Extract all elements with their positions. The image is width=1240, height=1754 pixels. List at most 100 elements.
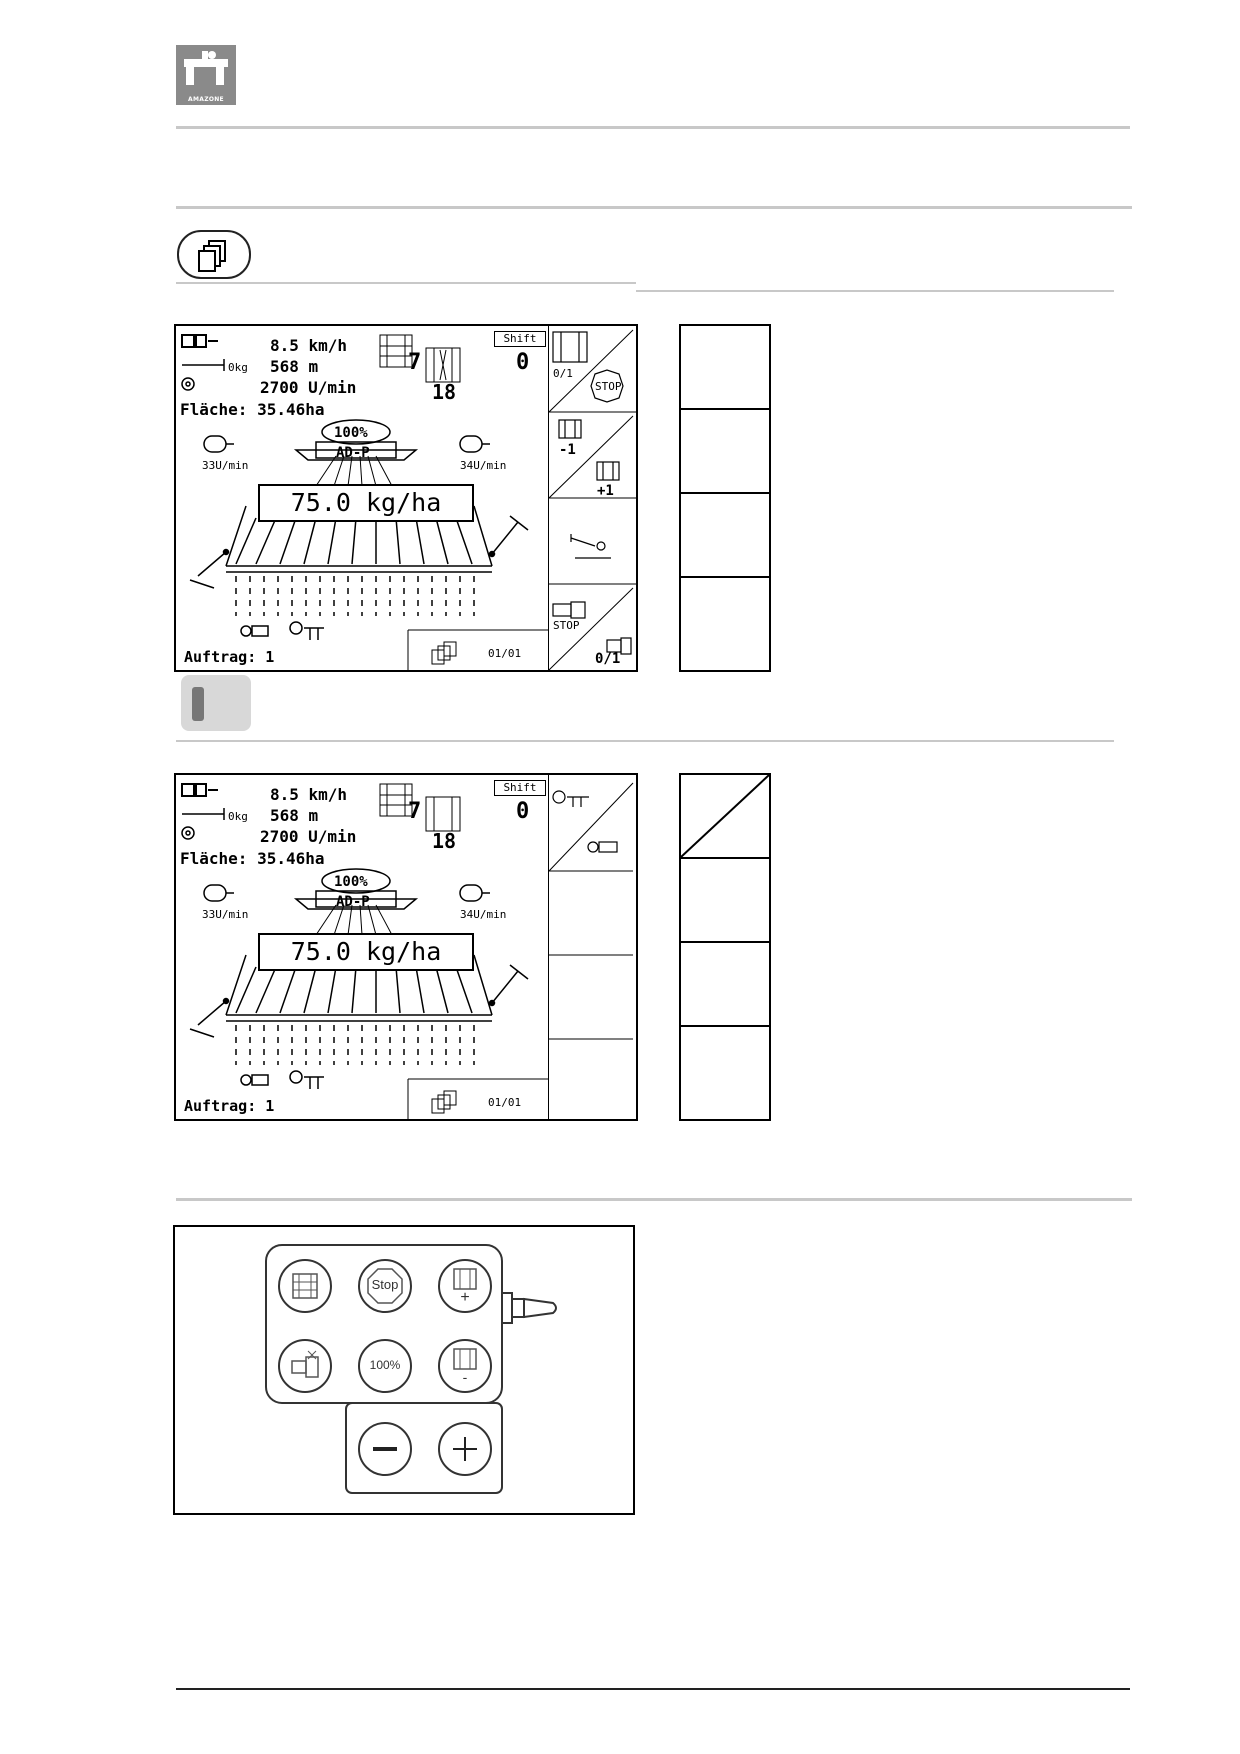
softkey-4-fraction: 0/1 bbox=[595, 651, 621, 667]
remote-tramline-minus-button[interactable]: - bbox=[438, 1339, 492, 1393]
tramline-status-icon bbox=[379, 334, 413, 368]
softkey-button-4[interactable] bbox=[681, 578, 769, 670]
tramline-counter-icon bbox=[425, 347, 461, 383]
seed-rows bbox=[235, 576, 475, 616]
section-rule bbox=[176, 206, 1132, 209]
right-metering-motor-icon bbox=[459, 435, 490, 453]
page-indicator: 01/01 bbox=[488, 647, 522, 660]
screen-graphics-shift bbox=[181, 783, 548, 1119]
harrow-status-icons bbox=[240, 621, 324, 640]
softkey-button-3[interactable] bbox=[681, 494, 769, 576]
left-metering-motor-icon bbox=[203, 435, 234, 453]
shift-rule bbox=[176, 740, 1114, 742]
remote-control-figure: Stop + 100% - bbox=[173, 1225, 635, 1515]
remote-decrease-button[interactable] bbox=[358, 1422, 412, 1476]
left-motor-rpm: 33U/min bbox=[202, 459, 249, 472]
menu-key[interactable] bbox=[177, 230, 251, 279]
amazone-logo: AMAZONE bbox=[176, 45, 236, 105]
terminal-screen-main: 8.5 km/h 568 m 0kg 2700 U/min Fläche: 35… bbox=[174, 324, 638, 672]
stop-octagon-icon bbox=[367, 1268, 403, 1304]
menu-pages-icon bbox=[198, 240, 226, 272]
remote-stop-button[interactable]: Stop bbox=[358, 1259, 412, 1313]
application-rate: 75.0 kg/ha bbox=[258, 933, 474, 971]
minus-label: - bbox=[462, 1369, 468, 1385]
softkey-buttons-shift bbox=[679, 773, 771, 1121]
softkey-button-2[interactable] bbox=[681, 410, 769, 492]
percent-label: 100% bbox=[369, 1358, 401, 1372]
rate-percent: 100% bbox=[334, 874, 368, 890]
tramline-plus-icon bbox=[453, 1268, 477, 1290]
softkey-button-4[interactable] bbox=[681, 1027, 769, 1119]
tramline-right-count: 0 bbox=[516, 799, 530, 824]
menu-rule-left bbox=[176, 282, 636, 284]
tramline-left-count: 7 bbox=[408, 799, 422, 824]
tramline-total: 18 bbox=[432, 829, 457, 853]
terminal-screen-shift: 8.5 km/h 568 m 0kg 2700 U/min Fläche: 35… bbox=[174, 773, 638, 1121]
tramline-stop-icon bbox=[552, 331, 624, 403]
page-box bbox=[407, 629, 548, 670]
softkey-1-stop: STOP bbox=[595, 380, 622, 393]
area-value: Fläche: 35.46ha bbox=[180, 849, 325, 868]
ok-label: 0kg bbox=[228, 361, 248, 374]
shift-key-bar bbox=[192, 687, 204, 721]
machine-type: AD-P bbox=[336, 894, 370, 910]
right-motor-rpm: 34U/min bbox=[460, 459, 507, 472]
softkey-2-minus: -1 bbox=[559, 442, 576, 458]
remote-cable-connector bbox=[501, 1292, 557, 1324]
softkey-1-fraction: 0/1 bbox=[553, 367, 573, 380]
minus-icon bbox=[373, 1447, 397, 1451]
header-rule bbox=[176, 126, 1130, 129]
machine-type: AD-P bbox=[336, 445, 370, 461]
application-rate: 75.0 kg/ha bbox=[258, 484, 474, 522]
shift-key[interactable] bbox=[181, 675, 251, 731]
plus-label: + bbox=[460, 1289, 470, 1306]
right-motor-rpm: 34U/min bbox=[460, 908, 507, 921]
remote-tramline-plus-button[interactable]: + bbox=[438, 1259, 492, 1313]
tramline-total: 18 bbox=[432, 380, 457, 404]
footer-rule bbox=[176, 1688, 1130, 1690]
remote-section-rule bbox=[176, 1198, 1132, 1201]
harrow-on-icon bbox=[552, 790, 589, 807]
ok-label: 0kg bbox=[228, 810, 248, 823]
rpm-icon bbox=[181, 377, 195, 391]
metering-stop-icon bbox=[291, 1350, 319, 1378]
softkey-buttons-main bbox=[679, 324, 771, 672]
tractor-icon bbox=[184, 51, 228, 85]
tramline-minus-icon bbox=[453, 1348, 477, 1370]
distribution-lines bbox=[315, 455, 393, 487]
left-motor-rpm: 33U/min bbox=[202, 908, 249, 921]
metering-stop-icon bbox=[552, 601, 632, 655]
menu-rule-right bbox=[636, 290, 1114, 292]
softkey-4-stop: STOP bbox=[553, 619, 580, 632]
distance-value: 568 m bbox=[270, 806, 319, 825]
softkey-button-3[interactable] bbox=[681, 943, 769, 1025]
seed-hopper bbox=[293, 419, 419, 461]
track-marker-icon bbox=[570, 534, 611, 559]
rpm-value: 2700 U/min bbox=[260, 827, 357, 846]
tramline-right-count: 0 bbox=[516, 350, 530, 375]
plus-icon bbox=[453, 1437, 477, 1461]
softkey-button-2[interactable] bbox=[681, 859, 769, 941]
speed-value: 8.5 km/h bbox=[270, 785, 348, 804]
distance-icon bbox=[182, 359, 225, 371]
distance-value: 568 m bbox=[270, 357, 319, 376]
speed-icon bbox=[181, 334, 218, 348]
softkey-button-1[interactable] bbox=[681, 775, 769, 857]
rpm-value: 2700 U/min bbox=[260, 378, 357, 397]
stop-label: Stop bbox=[371, 1277, 399, 1292]
harrow-off-icon bbox=[587, 841, 618, 853]
tramline-minus-plus-icon bbox=[558, 419, 620, 481]
softkey-column-shift bbox=[548, 775, 636, 1119]
screen-graphics bbox=[181, 334, 548, 670]
job-label: Auftrag: 1 bbox=[184, 648, 275, 666]
remote-100-percent-button[interactable]: 100% bbox=[358, 1339, 412, 1393]
remote-metering-stop-button[interactable] bbox=[278, 1339, 332, 1393]
remote-tramline-button[interactable] bbox=[278, 1259, 332, 1313]
remote-increase-button[interactable] bbox=[438, 1422, 492, 1476]
speed-value: 8.5 km/h bbox=[270, 336, 348, 355]
tramline-left-count: 7 bbox=[408, 350, 422, 375]
area-value: Fläche: 35.46ha bbox=[180, 400, 325, 419]
softkey-column: 0/1 STOP -1 +1 STOP 0/1 bbox=[548, 326, 636, 670]
softkey-button-1[interactable] bbox=[681, 326, 769, 408]
shift-indicator: Shift bbox=[494, 331, 546, 347]
